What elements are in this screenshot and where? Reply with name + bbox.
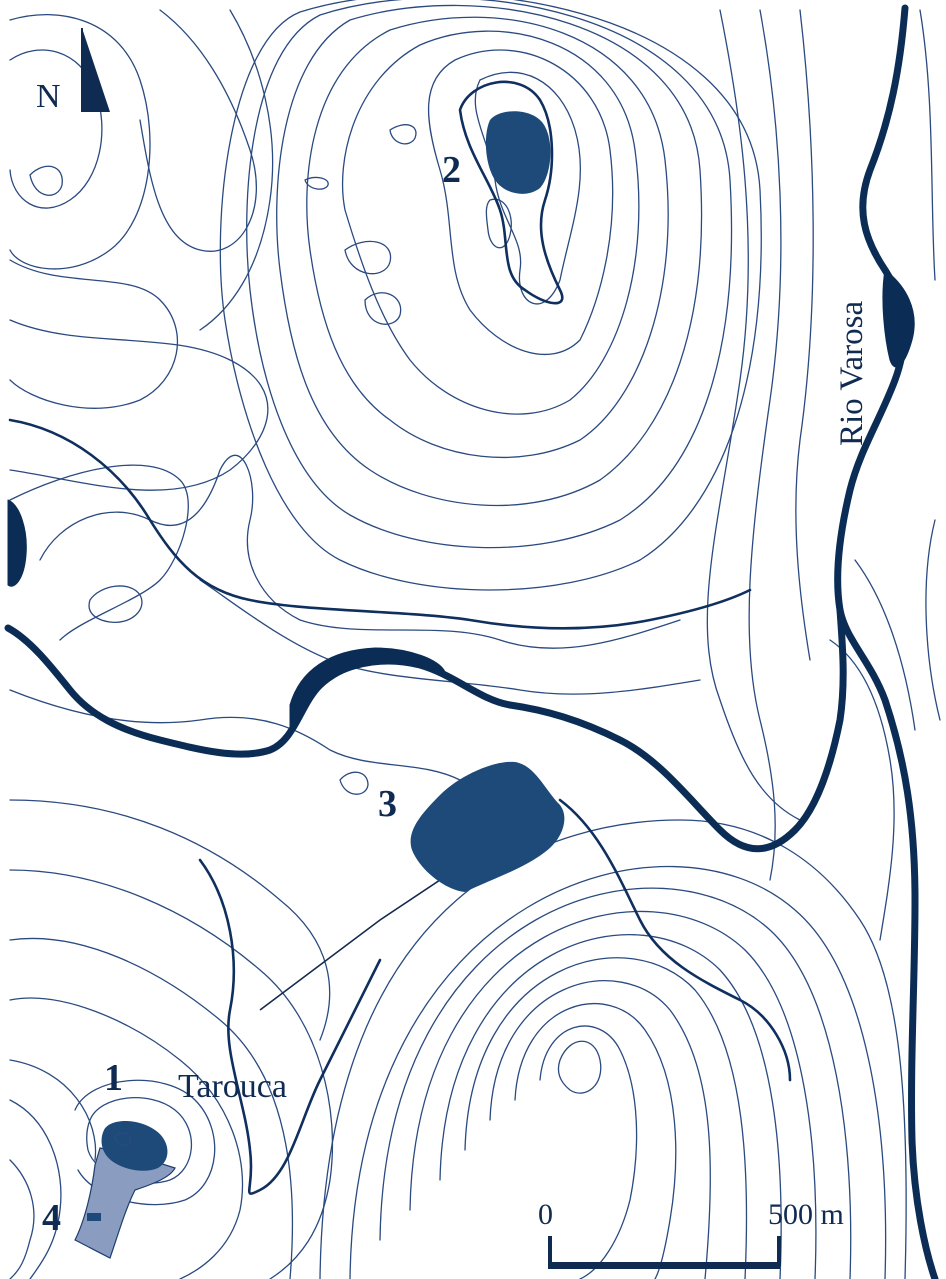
- site-label-2: 2: [442, 149, 461, 191]
- contour-line: [919, 9, 936, 281]
- index-contour: [8, 418, 752, 630]
- contour-line: [199, 579, 701, 695]
- contour-line: [829, 639, 895, 941]
- west-edge-water: [7, 499, 27, 587]
- site-4-area: [74, 1147, 176, 1259]
- contour-line: [9, 319, 269, 491]
- index-contour: [558, 798, 792, 1082]
- scale-bar-tick-start: [548, 1236, 552, 1266]
- contour-line: [246, 0, 733, 549]
- contour-line: [9, 259, 179, 409]
- contour-line: [9, 937, 294, 1279]
- rivers: [4, 4, 939, 1279]
- scale-bar: [548, 1236, 781, 1269]
- rio-varosa-river: [834, 4, 939, 1279]
- site-label-4: 4: [42, 1197, 61, 1239]
- contour-line: [706, 9, 801, 821]
- contour-line: [344, 240, 392, 275]
- contour-line: [557, 1040, 602, 1094]
- site-4-marker: [87, 1213, 101, 1221]
- contour-line: [29, 165, 63, 196]
- contour-line: [9, 464, 189, 641]
- contour-line: [219, 0, 762, 591]
- scale-bar-start-label: 0: [538, 1198, 553, 1231]
- contour-line: [364, 292, 402, 325]
- contour-line: [88, 585, 143, 623]
- contour-line: [514, 1003, 677, 1279]
- contour-line: [489, 980, 711, 1279]
- contour-line: [319, 819, 907, 1279]
- contour-line: [304, 176, 329, 190]
- contour-line: [341, 30, 640, 415]
- sites: [74, 111, 565, 1259]
- contours-southeast-hill: [319, 819, 907, 1279]
- contour-line: [409, 910, 817, 1279]
- contour-line: [306, 16, 669, 459]
- contour-line: [9, 1099, 62, 1279]
- contour-line: [389, 124, 417, 145]
- contours-north-hill: [219, 0, 762, 591]
- contour-line: [795, 9, 814, 661]
- index-contours: [8, 80, 792, 1195]
- scale-bar-end-label: 500 m: [768, 1198, 844, 1231]
- contour-line: [86, 1097, 192, 1184]
- rio-varosa-pool: [882, 269, 915, 368]
- contour-line: [9, 49, 103, 209]
- site-3-area: [410, 761, 565, 892]
- contour-line: [9, 1059, 97, 1161]
- contour-line: [9, 1159, 35, 1279]
- contour-line: [485, 198, 512, 249]
- index-contour: [458, 80, 564, 305]
- contour-line: [379, 887, 852, 1279]
- contour-line: [539, 1025, 638, 1279]
- contours-east: [706, 9, 941, 941]
- contour-line: [199, 9, 274, 331]
- contour-line: [925, 519, 941, 721]
- contour-line: [439, 934, 782, 1279]
- site-label-1: 1: [104, 1057, 123, 1099]
- tributary-widening: [289, 647, 446, 736]
- contour-line: [276, 4, 703, 507]
- contour-line: [9, 869, 334, 1279]
- contours-southwest: [9, 799, 334, 1279]
- site-1-contour: [114, 1132, 131, 1147]
- contours-central: [9, 454, 701, 795]
- contour-line: [9, 689, 461, 781]
- site-label-3: 3: [378, 783, 397, 825]
- north-arrow-icon: [81, 28, 110, 112]
- contour-line: [349, 865, 887, 1279]
- contour-line: [9, 13, 151, 270]
- contour-line: [427, 49, 614, 356]
- tributary-river: [4, 606, 847, 853]
- contours-northwest: [9, 9, 274, 491]
- place-name-tarouca: Tarouca: [178, 1068, 287, 1105]
- index-contour: [198, 858, 382, 1195]
- site-2-area: [485, 111, 551, 194]
- contour-line: [139, 9, 257, 252]
- contour-line: [9, 799, 331, 1041]
- contour-line: [39, 454, 681, 649]
- contour-line: [464, 957, 748, 1279]
- river-name-rio-varosa: Rio Varosa: [834, 300, 870, 446]
- scale-bar-tick-end: [777, 1236, 781, 1266]
- north-arrow-letter: N: [36, 78, 61, 115]
- scale-bar-line: [548, 1262, 780, 1269]
- contour-line: [339, 771, 369, 795]
- contour-line: [854, 559, 916, 731]
- contour-line: [9, 997, 244, 1279]
- contour-line: [748, 9, 782, 881]
